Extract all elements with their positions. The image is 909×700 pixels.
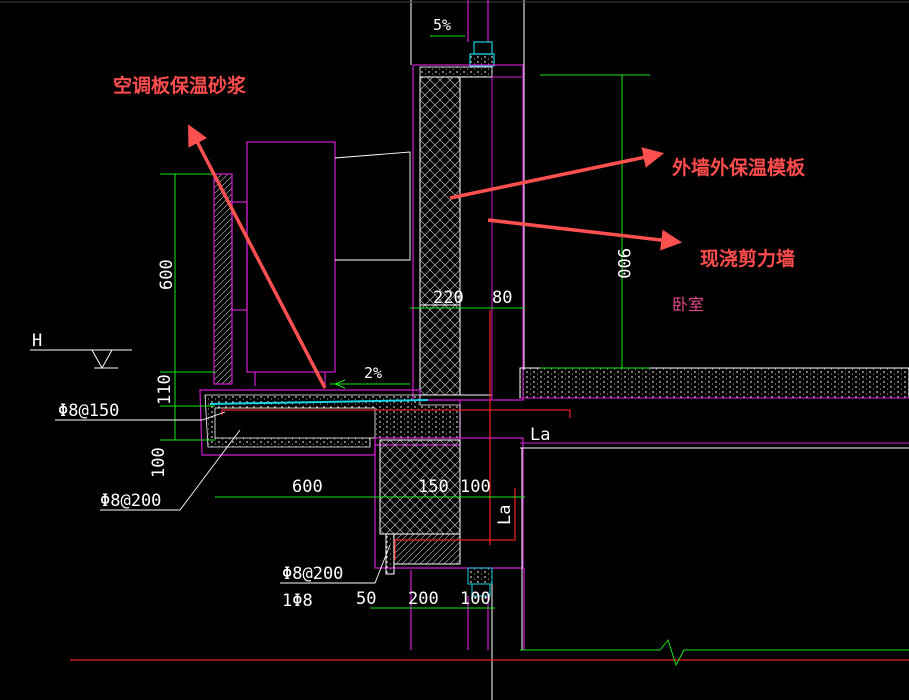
railing xyxy=(213,173,233,385)
dim-height-100: 100 xyxy=(149,447,169,478)
dim-bottom-200: 200 xyxy=(408,589,439,609)
dim-width-100: 100 xyxy=(460,477,491,497)
slope-ac-label: 2% xyxy=(364,364,382,382)
dim-height-110: 110 xyxy=(155,374,175,405)
annotation-shear-wall: 现浇剪力墙 xyxy=(700,247,795,270)
dim-width-150: 150 xyxy=(418,477,449,497)
lower-wall xyxy=(410,568,525,650)
dim-width-600: 600 xyxy=(292,477,323,497)
floor-slab xyxy=(519,367,909,650)
dim-wall-80: 80 xyxy=(492,288,512,308)
rebar-lines xyxy=(70,310,909,661)
dim-wall-220: 220 xyxy=(433,288,464,308)
slope-top-label: 5% xyxy=(433,16,451,34)
anchor-top-label: La xyxy=(530,425,550,445)
annotation-arrows xyxy=(188,124,683,389)
annotation-ac-panel-mortar: 空调板保温砂浆 xyxy=(113,74,247,97)
dim-bottom-50: 50 xyxy=(356,589,376,609)
window-top xyxy=(467,0,495,67)
rebar-top-label: Φ8@150 xyxy=(58,401,119,421)
dim-height-600: 600 xyxy=(157,259,177,290)
rebar-low-label: Φ8@200 xyxy=(282,564,343,584)
beam-block xyxy=(374,437,524,597)
rebar-single-label: 1Φ8 xyxy=(282,591,313,611)
dimension-lines xyxy=(160,35,909,667)
level-mark xyxy=(30,349,132,370)
anchor-vertical-label: La xyxy=(495,505,515,525)
ac-slab xyxy=(199,389,461,456)
dim-height-900: 900 xyxy=(613,248,633,279)
room-label: 卧室 xyxy=(672,295,704,314)
exterior-insulation xyxy=(412,64,524,401)
rebar-leaders xyxy=(55,411,391,584)
rebar-dist-label: Φ8@200 xyxy=(100,491,161,511)
dim-bottom-100: 100 xyxy=(460,589,491,609)
annotation-exterior-insulation: 外墙外保温模板 xyxy=(672,156,806,179)
level-mark-label: H xyxy=(32,331,42,351)
